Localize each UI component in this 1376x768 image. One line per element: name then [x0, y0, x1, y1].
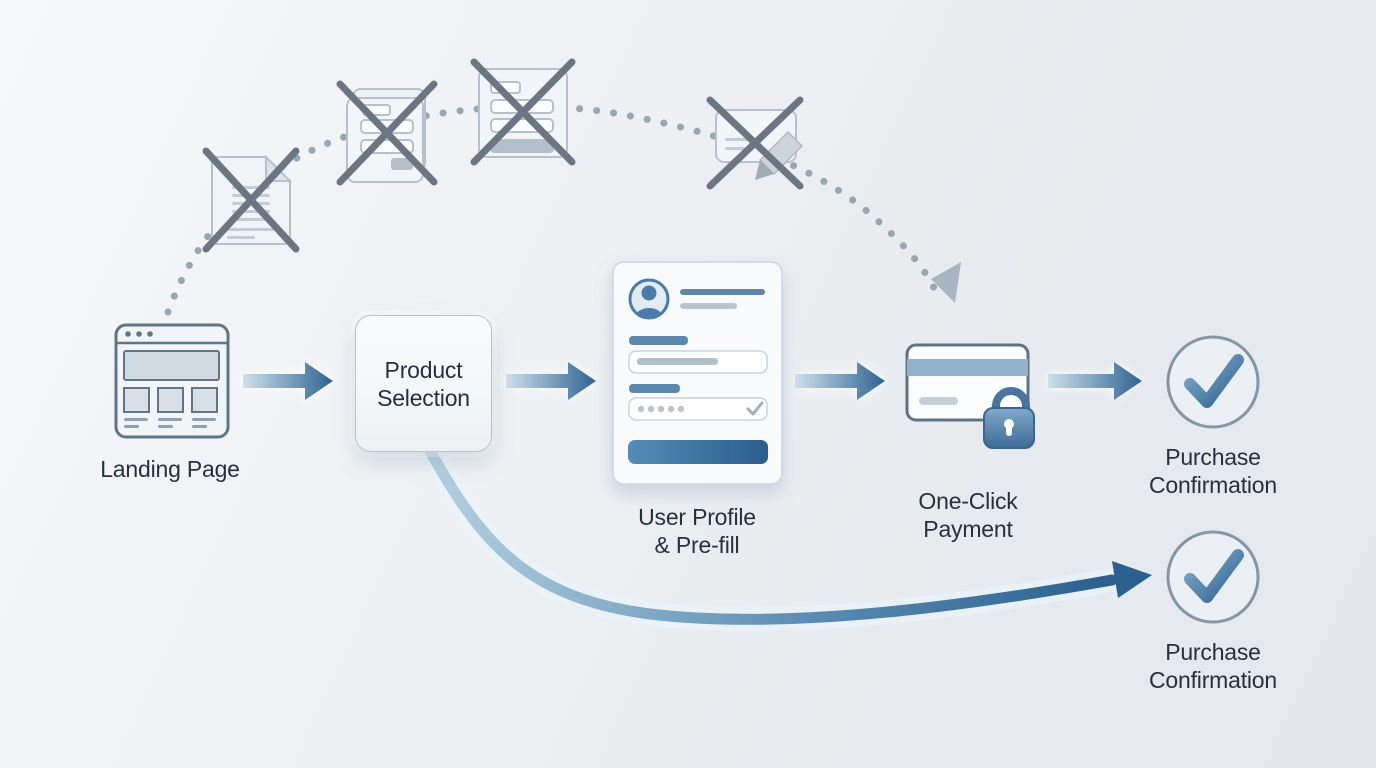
one-click-payment-label: One-Click Payment: [918, 488, 1018, 542]
check-circle-icon-bottom: [1166, 530, 1260, 624]
bypass-arrowhead-icon: [1112, 561, 1152, 598]
crossed-form-icon: [470, 58, 576, 166]
product-selection-label: Product Selection: [377, 356, 470, 411]
browser-window-icon: [114, 323, 230, 439]
lock-icon: [983, 387, 1035, 449]
skip-path-arrowhead-icon: [931, 262, 961, 303]
landing-page-label: Landing Page: [100, 456, 240, 482]
credit-card-lock-icon: [905, 343, 1035, 449]
skipped-steps-dotted-path: [164, 103, 961, 316]
bypass-arrow: [418, 439, 1152, 632]
submit-button-shape: [628, 440, 768, 464]
checkmark-icon: [746, 401, 764, 416]
flow-arrow-2: [506, 362, 596, 400]
flow-arrow-1: [243, 362, 333, 400]
purchase-confirmation-label-top: Purchase Confirmation: [1149, 444, 1277, 498]
form-field: [628, 350, 768, 374]
crossed-form-stack-icon: [336, 80, 438, 186]
flow-arrow-4: [1048, 362, 1142, 400]
crossed-document-icon: [202, 147, 300, 253]
cross-x-icon: [706, 96, 804, 190]
cross-x-icon: [470, 58, 576, 166]
user-profile-label: User Profile & Pre-fill: [638, 504, 756, 558]
profile-form-card-icon: [612, 261, 783, 485]
purchase-confirmation-label-bottom: Purchase Confirmation: [1149, 639, 1277, 693]
flow-arrow-3: [795, 362, 885, 400]
crossed-card-edit-icon: [706, 96, 804, 190]
cross-x-icon: [336, 80, 438, 186]
check-circle-icon-top: [1166, 335, 1260, 429]
pencil-icon: [755, 130, 804, 180]
cross-x-icon: [202, 147, 300, 253]
avatar: [628, 278, 670, 320]
product-selection-box: Product Selection: [355, 315, 492, 452]
password-field: [628, 397, 768, 421]
